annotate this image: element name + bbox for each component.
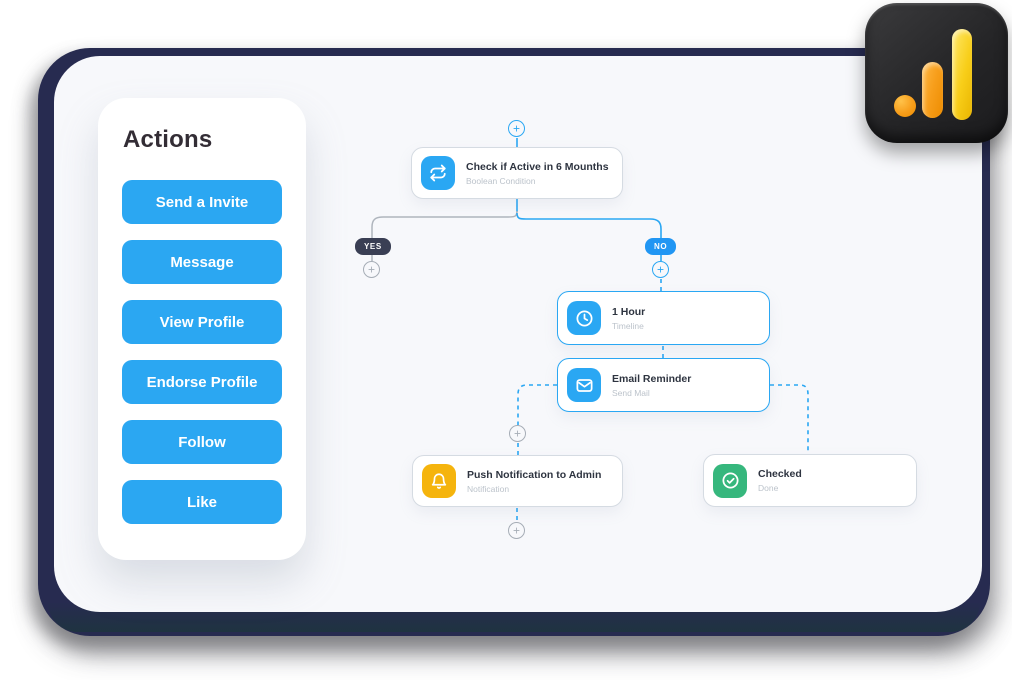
add-step-button-bottom[interactable] — [508, 522, 525, 539]
actions-button-list: Send a Invite Message View Profile Endor… — [122, 180, 282, 524]
node-title: Email Reminder — [612, 372, 692, 385]
flow-node-checked[interactable]: Checked Done — [703, 454, 917, 507]
actions-panel-title: Actions — [123, 126, 213, 153]
node-subtitle: Done — [758, 483, 779, 493]
flow-node-push-notification[interactable]: Push Notification to Admin Notification — [412, 455, 623, 507]
node-text: Email Reminder Send Mail — [612, 373, 691, 398]
action-button-message[interactable]: Message — [122, 240, 282, 284]
node-subtitle: Notification — [467, 483, 510, 494]
node-title: Push Notification to Admin — [467, 468, 602, 481]
mail-icon — [567, 368, 601, 402]
bell-icon — [422, 464, 456, 498]
node-title: Checked — [758, 468, 802, 480]
logo-bar-tall — [952, 29, 972, 120]
node-subtitle: Send Mail — [612, 387, 650, 398]
add-step-button-before-push[interactable] — [509, 425, 526, 442]
add-step-button-no[interactable] — [652, 261, 669, 278]
node-text: Check if Active in 6 Mounths Boolean Con… — [466, 161, 609, 186]
flow-node-email-reminder[interactable]: Email Reminder Send Mail — [557, 358, 770, 412]
add-step-button-top[interactable] — [508, 120, 525, 137]
repeat-icon — [421, 156, 455, 190]
action-button-send-invite[interactable]: Send a Invite — [122, 180, 282, 224]
analytics-bars-icon — [865, 3, 1008, 143]
actions-panel: Actions Send a Invite Message View Profi… — [98, 98, 306, 560]
action-button-view-profile[interactable]: View Profile — [122, 300, 282, 344]
action-button-follow[interactable]: Follow — [122, 420, 282, 464]
logo-bar-mid — [922, 62, 943, 118]
branch-label-no: NO — [645, 238, 677, 255]
node-text: Push Notification to Admin Notification — [467, 469, 601, 494]
node-subtitle: Timeline — [612, 320, 644, 331]
clock-icon — [567, 301, 601, 335]
logo-dot — [894, 95, 916, 117]
add-step-button-yes[interactable] — [363, 261, 380, 278]
node-text: Checked Done — [758, 468, 802, 493]
action-button-like[interactable]: Like — [122, 480, 282, 524]
node-title: Check if Active in 6 Mounths — [466, 160, 609, 173]
node-text: 1 Hour Timeline — [612, 306, 645, 331]
flow-node-check-active[interactable]: Check if Active in 6 Mounths Boolean Con… — [411, 147, 623, 199]
action-button-endorse-profile[interactable]: Endorse Profile — [122, 360, 282, 404]
flow-node-one-hour[interactable]: 1 Hour Timeline — [557, 291, 770, 345]
node-subtitle: Boolean Condition — [466, 175, 536, 186]
branch-label-yes: YES — [355, 238, 391, 255]
node-title: 1 Hour — [612, 305, 646, 318]
check-icon — [713, 463, 747, 498]
